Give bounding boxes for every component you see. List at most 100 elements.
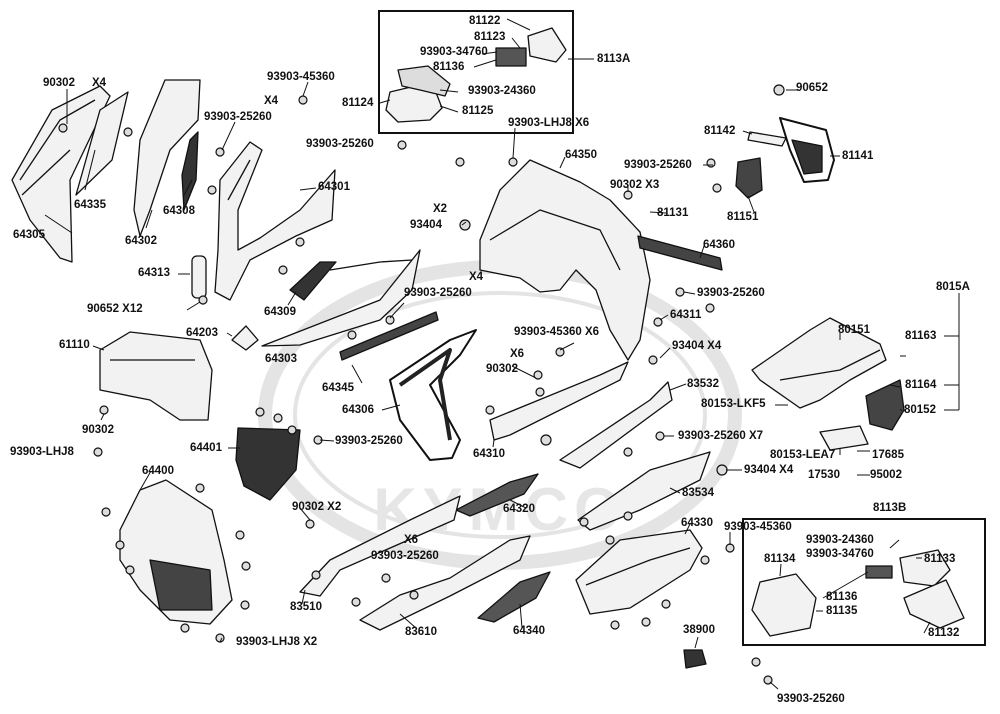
label-8113A: 8113A xyxy=(597,53,631,65)
label-83534: 83534 xyxy=(682,487,714,499)
kymco-watermark: KYMCO xyxy=(258,260,742,570)
label-81133: 81133 xyxy=(924,553,956,565)
part-81133-holder xyxy=(899,549,951,587)
label-64301: 64301 xyxy=(318,181,350,193)
part-81122-vent xyxy=(527,27,567,63)
label-64310: 64310 xyxy=(473,448,505,460)
label-81164: 81164 xyxy=(905,379,937,391)
part-80152-footrest xyxy=(865,379,905,431)
label-83610: 83610 xyxy=(405,626,437,638)
label-81135: 81135 xyxy=(826,605,858,617)
label-93404a: 93404 xyxy=(410,219,442,231)
label-81122: 81122 xyxy=(469,15,501,27)
label-64305: 64305 xyxy=(13,229,45,241)
label-90302-x3: 90302 X3 xyxy=(610,179,660,191)
part-81135-clip xyxy=(865,565,893,579)
label-93903-34760a: 93903-34760 xyxy=(420,46,488,58)
label-80153-LEA7: 80153-LEA7 xyxy=(770,449,836,461)
label-81123: 81123 xyxy=(474,31,506,43)
label-93903-25260-x7: 93903-25260 X7 xyxy=(678,430,764,442)
label-x6a: X6 xyxy=(510,348,525,360)
part-64305-side-cover xyxy=(11,85,111,263)
part-81125-bracket xyxy=(397,65,451,97)
label-93903-LHJ8-x2: 93903-LHJ8 X2 xyxy=(236,636,318,648)
part-83510-side-skirt xyxy=(299,495,461,597)
label-x2a: X2 xyxy=(433,203,448,215)
part-64313-reflector xyxy=(191,255,207,299)
part-64345-strip xyxy=(339,311,439,361)
inset-8113B-frame xyxy=(742,518,986,646)
label-64303: 64303 xyxy=(265,353,297,365)
label-8015A: 8015A xyxy=(936,281,970,293)
label-93903-34760b: 93903-34760 xyxy=(806,548,874,560)
label-81134: 81134 xyxy=(764,553,796,565)
label-93903-LHJ8-x6: 93903-LHJ8 X6 xyxy=(508,117,590,129)
label-90652a: 90652 xyxy=(796,82,828,94)
inset-8113A-frame xyxy=(378,10,574,134)
label-81136b: 81136 xyxy=(826,591,858,603)
label-93903-25260g: 93903-25260 xyxy=(371,550,439,562)
part-83532-side-rail xyxy=(559,381,673,469)
part-81134-tank xyxy=(751,573,817,637)
label-64308: 64308 xyxy=(163,205,195,217)
label-x6b: X6 xyxy=(404,534,419,546)
part-64330-undertray xyxy=(575,529,703,615)
label-81136a: 81136 xyxy=(433,61,465,73)
part-81132-flap xyxy=(903,579,965,629)
part-64309-trim xyxy=(289,261,337,301)
label-93903-25260e: 93903-25260 xyxy=(697,287,765,299)
label-64311: 64311 xyxy=(670,309,702,321)
label-38900: 38900 xyxy=(683,624,715,636)
label-80153-LKF5: 80153-LKF5 xyxy=(701,398,766,410)
label-64345: 64345 xyxy=(322,382,354,394)
label-93903-LHJ8a: 93903-LHJ8 xyxy=(10,446,74,458)
part-61110-fender xyxy=(99,331,213,421)
part-64302-front-panel xyxy=(133,79,201,237)
label-93903-45360-x6: 93903-45360 X6 xyxy=(514,326,600,338)
label-64350: 64350 xyxy=(565,149,597,161)
label-x4a: X4 xyxy=(264,95,279,107)
label-93903-45360b: 93903-45360 xyxy=(724,521,792,533)
part-64303-side-panel xyxy=(261,249,421,347)
label-80151: 80151 xyxy=(838,324,870,336)
label-81151: 81151 xyxy=(727,211,759,223)
label-64401: 64401 xyxy=(190,442,222,454)
label-64400: 64400 xyxy=(142,465,174,477)
label-90302b: 90302 xyxy=(486,363,518,375)
label-81125: 81125 xyxy=(462,105,494,117)
label-17685: 17685 xyxy=(872,449,904,461)
label-81163: 81163 xyxy=(905,330,937,342)
label-64335: 64335 xyxy=(74,199,106,211)
part-81151-cover xyxy=(735,157,763,199)
label-90302-x2: 90302 X2 xyxy=(292,501,342,513)
label-64302: 64302 xyxy=(125,235,157,247)
part-83610-lower-skirt xyxy=(359,535,531,631)
part-64335-strip xyxy=(75,91,129,196)
label-64203: 64203 xyxy=(186,327,218,339)
part-64203-clip xyxy=(231,325,259,351)
label-93903-25260b: 93903-25260 xyxy=(306,138,374,150)
label-95002: 95002 xyxy=(870,469,902,481)
label-90302-x4-num: 90302 xyxy=(43,77,75,89)
label-64309: 64309 xyxy=(264,306,296,318)
part-center-frame-cover xyxy=(479,159,651,361)
label-93903-25260c: 93903-25260 xyxy=(624,159,692,171)
label-81141: 81141 xyxy=(842,150,874,162)
label-81131: 81131 xyxy=(657,207,689,219)
label-64313: 64313 xyxy=(138,267,170,279)
label-90302-x4-qty: X4 xyxy=(92,77,107,89)
part-81123-grille xyxy=(495,47,527,67)
part-64320-badge xyxy=(455,473,539,517)
label-17530: 17530 xyxy=(808,469,840,481)
part-81142-clip xyxy=(747,131,787,147)
label-61110: 61110 xyxy=(59,339,90,351)
label-93903-24360b: 93903-24360 xyxy=(806,534,874,546)
label-8113B: 8113B xyxy=(873,502,907,514)
part-64301-front-shield xyxy=(214,141,336,301)
label-93404-x4a: 93404 X4 xyxy=(672,340,722,352)
label-83510: 83510 xyxy=(290,601,322,613)
label-81132: 81132 xyxy=(928,627,960,639)
label-64330: 64330 xyxy=(681,517,713,529)
